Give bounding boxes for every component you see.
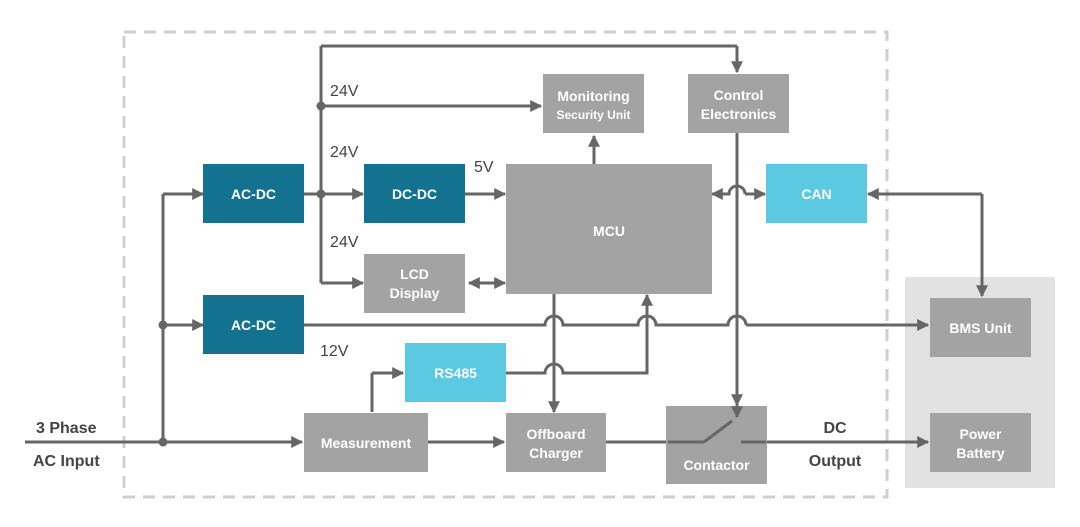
svg-text:Measurement: Measurement	[321, 435, 412, 451]
can-block: CAN	[766, 164, 867, 223]
voltage-label-24v-top: 24V	[330, 83, 359, 100]
ac-input-label-line2: AC Input	[33, 453, 100, 470]
dc-output-label-line2: Output	[809, 453, 862, 470]
measurement-block: Measurement	[304, 413, 428, 472]
acdc-top-block: AC-DC	[203, 164, 304, 223]
svg-text:DC-DC: DC-DC	[392, 186, 437, 202]
voltage-label-24v-low: 24V	[330, 234, 359, 251]
voltage-label-24v-mid: 24V	[330, 144, 359, 161]
svg-text:RS485: RS485	[434, 365, 477, 381]
svg-text:BMS Unit: BMS Unit	[949, 320, 1012, 336]
power-battery-block: Power Battery	[930, 413, 1031, 472]
junction-dot	[158, 320, 168, 330]
charger-enclosure-border	[122, 30, 889, 499]
offboard-charger-block: Offboard Charger	[506, 413, 606, 472]
svg-text:Monitoring: Monitoring	[557, 88, 629, 104]
voltage-label-12v: 12V	[320, 343, 349, 360]
svg-text:CAN: CAN	[801, 186, 831, 202]
svg-text:Offboard: Offboard	[526, 426, 585, 442]
svg-text:Contactor: Contactor	[683, 457, 750, 473]
junction-dot	[316, 101, 326, 111]
rs485-block: RS485	[405, 343, 506, 402]
svg-text:Security Unit: Security Unit	[556, 108, 630, 122]
contactor-block: Contactor	[666, 406, 767, 484]
svg-text:AC-DC: AC-DC	[231, 317, 276, 333]
monitoring-security-unit-block: Monitoring Security Unit	[543, 74, 644, 133]
svg-text:Control: Control	[714, 87, 764, 103]
control-electronics-block: Control Electronics	[688, 74, 789, 133]
lcd-display-block: LCD Display	[364, 254, 465, 313]
svg-text:Power: Power	[959, 426, 1002, 442]
junction-dot	[158, 437, 168, 447]
voltage-label-5v: 5V	[474, 159, 494, 176]
mcu-block: MCU	[506, 164, 712, 294]
dc-output-label-line1: DC	[823, 420, 847, 437]
contactor-switch-symbol	[668, 400, 766, 444]
svg-text:MCU: MCU	[593, 223, 625, 239]
svg-text:Display: Display	[390, 285, 440, 301]
dcdc-block: DC-DC	[364, 164, 465, 223]
svg-text:AC-DC: AC-DC	[231, 186, 276, 202]
svg-text:Charger: Charger	[529, 445, 583, 461]
junction-dot	[316, 189, 326, 199]
svg-text:LCD: LCD	[400, 266, 429, 282]
ac-input-label-line1: 3 Phase	[36, 420, 97, 437]
acdc-bottom-block: AC-DC	[203, 295, 304, 354]
bms-unit-block: BMS Unit	[930, 298, 1031, 357]
svg-text:Battery: Battery	[956, 445, 1004, 461]
svg-text:Electronics: Electronics	[701, 106, 777, 122]
